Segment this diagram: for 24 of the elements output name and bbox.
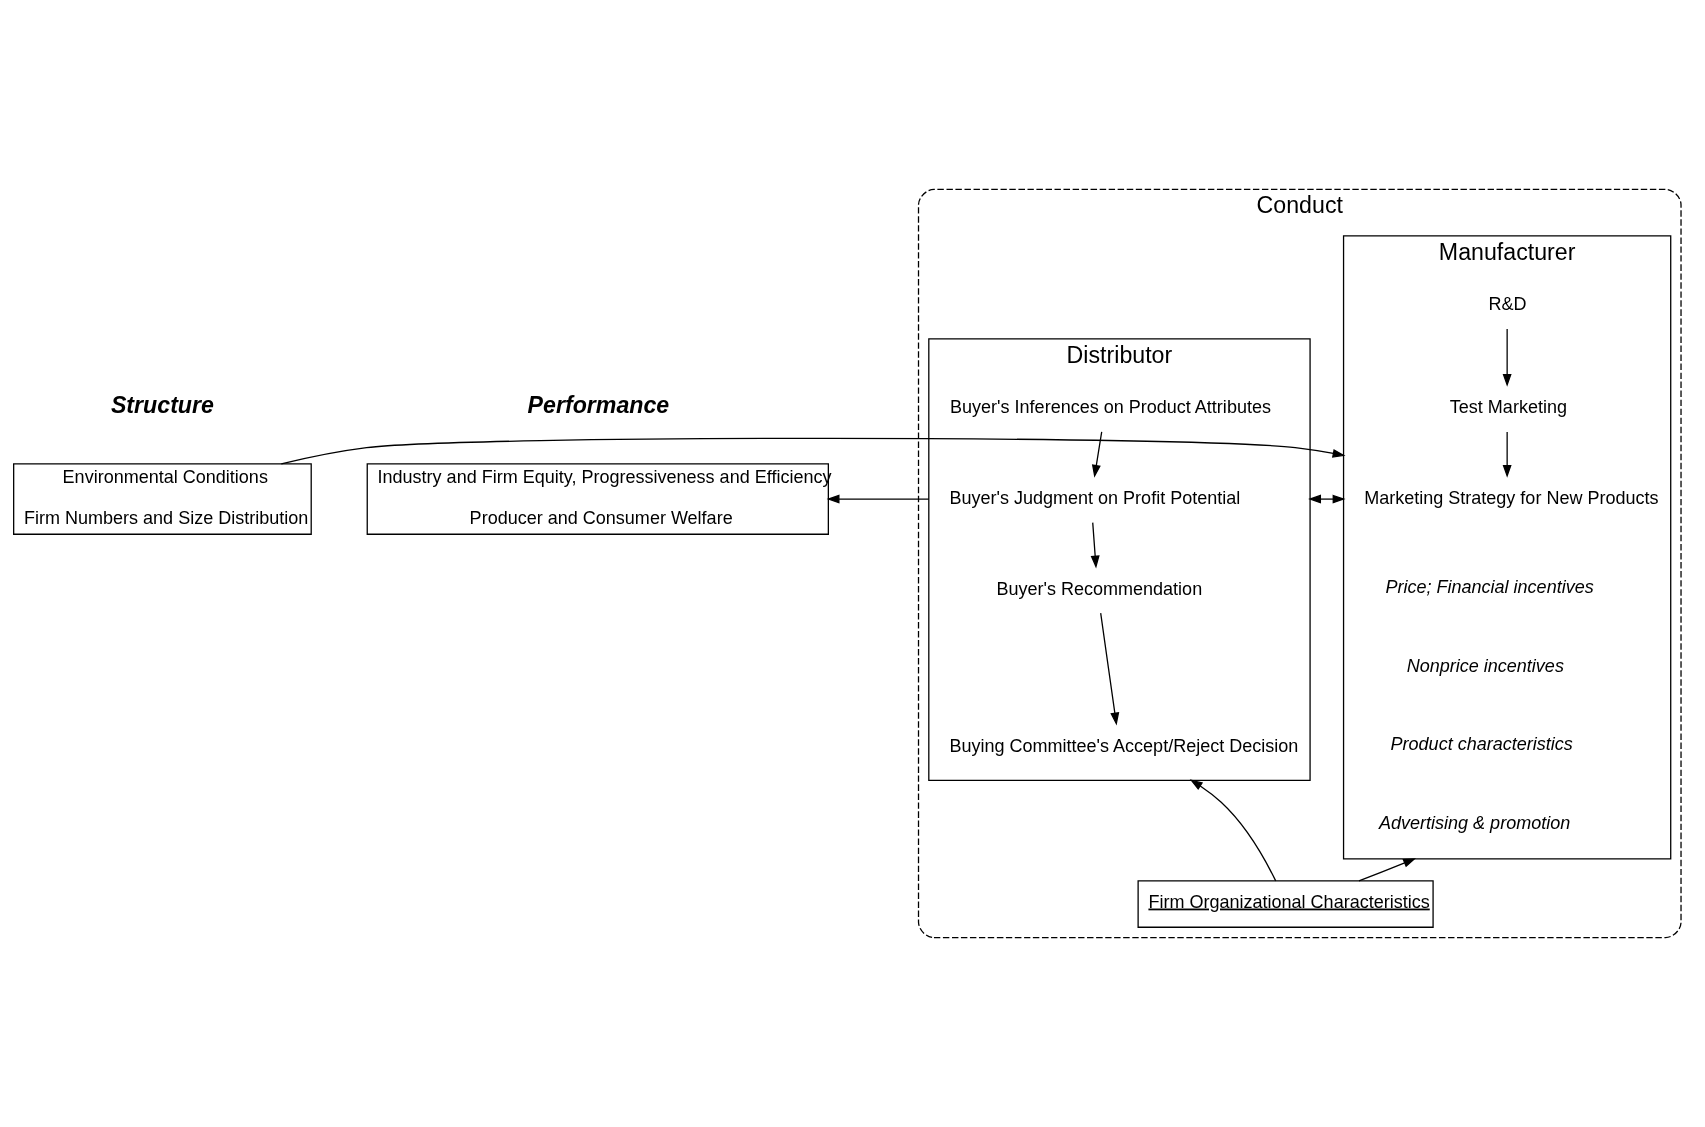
node-box: Firm Organizational Characteristics xyxy=(1137,880,1434,928)
node-text: Test Marketing xyxy=(1449,397,1567,418)
arrow xyxy=(1502,431,1512,478)
arrow xyxy=(1502,328,1512,387)
arrow xyxy=(1100,612,1120,726)
arrow xyxy=(1090,521,1100,569)
node-text: Buyer's Judgment on Profit Potential xyxy=(949,487,1241,508)
node-text: Advertising & promotion xyxy=(1378,812,1571,833)
label: Structure xyxy=(110,391,214,418)
node-text: Product characteristics xyxy=(1390,734,1573,755)
node-text: Buying Committee's Accept/Reject Decision xyxy=(949,735,1299,756)
arrow xyxy=(1308,494,1346,504)
node-text: Marketing Strategy for New Products xyxy=(1364,487,1659,508)
node-text: Buyer's Inferences on Product Attributes xyxy=(950,397,1271,418)
arrow xyxy=(1091,431,1103,478)
arrow xyxy=(826,494,930,504)
node-text: R&D xyxy=(1488,294,1527,315)
node-text: Price; Financial incentives xyxy=(1385,577,1594,598)
node-text: Buyer's Recommendation xyxy=(996,578,1203,599)
node-box: Environmental Conditions Firm Numbers and Size Distribution xyxy=(13,463,312,535)
label: Performance xyxy=(527,391,670,418)
arrow xyxy=(280,437,1346,465)
arrow xyxy=(1189,779,1277,882)
node-text: Nonprice incentives xyxy=(1406,655,1564,676)
